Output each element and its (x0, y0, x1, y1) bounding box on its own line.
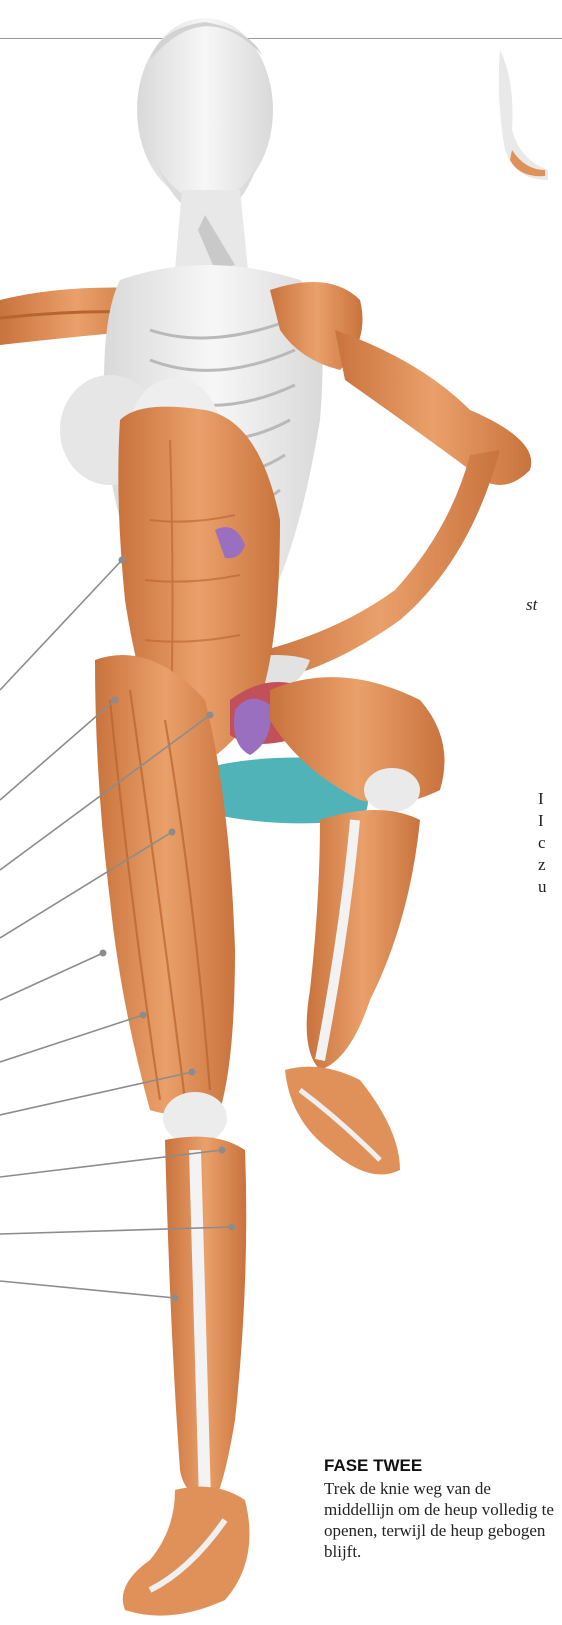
caption-body: Trek de knie weg van de middellijn om de… (324, 1478, 554, 1562)
clipped-letter: c (538, 832, 546, 854)
head (137, 18, 273, 218)
adjacent-figure-fragment (499, 50, 548, 180)
raised-foot (285, 1067, 400, 1175)
standing-knee (163, 1092, 227, 1144)
raised-knee (364, 768, 420, 812)
caption-title: FASE TWEE (324, 1456, 554, 1476)
standing-foot (123, 1487, 250, 1616)
clipped-letter: I (538, 810, 544, 832)
clipped-letter: I (538, 788, 544, 810)
phase-caption: FASE TWEE Trek de knie weg van de middel… (324, 1456, 554, 1562)
clipped-letter: u (538, 876, 547, 898)
clipped-text-fragment: st (526, 594, 537, 616)
clipped-letter: z (538, 854, 546, 876)
right-arm (335, 330, 531, 485)
